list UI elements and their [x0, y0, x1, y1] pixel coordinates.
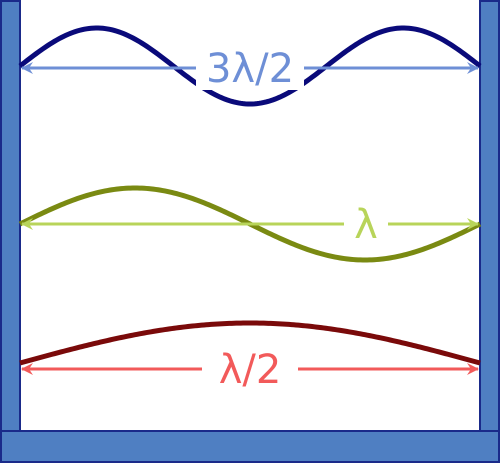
mode-three-half: 3λ/2	[18, 25, 482, 107]
left-wall	[0, 0, 21, 432]
mode-full: λ	[18, 185, 482, 263]
label-half: λ/2	[219, 347, 282, 393]
label-three-half: 3λ/2	[206, 46, 294, 92]
label-full: λ	[354, 202, 378, 248]
mode-half: λ/2	[19, 320, 481, 393]
label-backdrop-full	[344, 202, 388, 246]
label-backdrop-half	[202, 347, 298, 391]
label-backdrop-three-half	[196, 46, 304, 90]
wave-half	[19, 320, 481, 366]
floor	[0, 430, 500, 463]
right-wall	[479, 0, 500, 432]
wave-three-half	[18, 25, 482, 107]
